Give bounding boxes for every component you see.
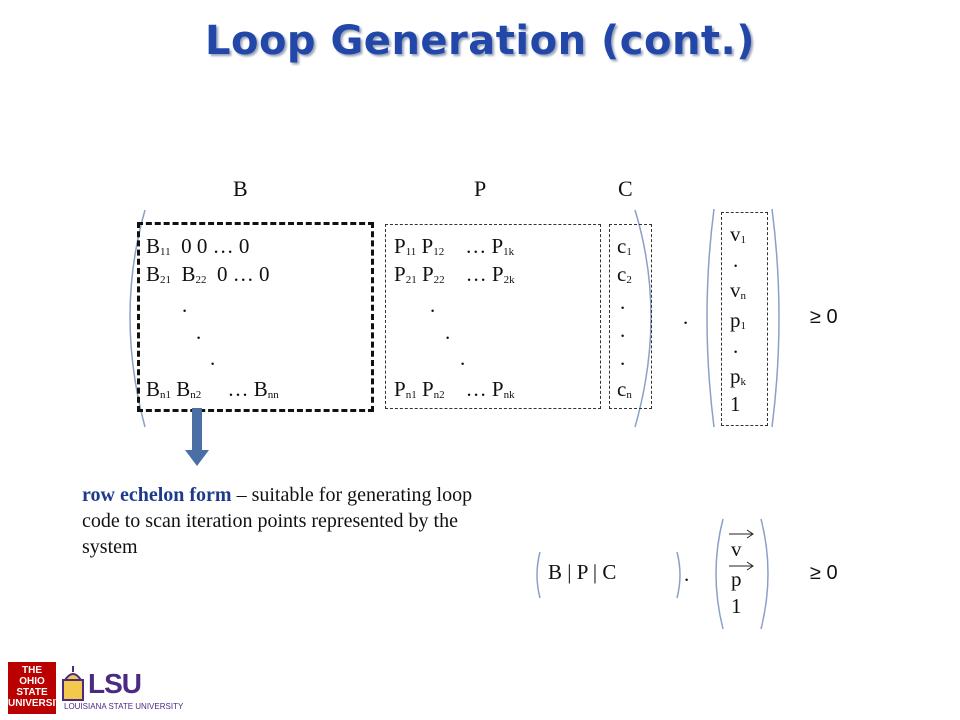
matrix-b-rown: Bn1 Bn2 … Bnn: [146, 377, 279, 401]
compact-vector-v: v: [731, 537, 742, 561]
matrix-c-box: [609, 224, 652, 409]
matrix-p-dot: .: [445, 320, 451, 344]
matrix-b-row1: B11 0 0 … 0: [146, 234, 250, 258]
header-b: B: [233, 176, 248, 201]
vector-v1: v1: [730, 222, 746, 246]
vector-one: 1: [730, 392, 741, 416]
matrix-c-dot: .: [620, 346, 626, 370]
matrix-p-dot: .: [430, 293, 436, 317]
matrix-b-dot: .: [210, 346, 216, 370]
slide-title: Loop Generation (cont.): [204, 18, 756, 64]
compact-vector-p: p: [731, 567, 742, 591]
caption-rest: – suitable for generating loop code to s…: [82, 484, 473, 558]
capitol-icon: [62, 666, 84, 701]
matrix-p-box: [385, 224, 601, 409]
vector-dot: .: [733, 334, 739, 358]
matrix-b-dot: .: [182, 293, 188, 317]
matrix-p-dot: .: [460, 346, 466, 370]
caption-text: row echelon form – suitable for generati…: [82, 482, 512, 560]
matrix-c-dot: .: [620, 290, 626, 314]
vector-arrow-icons: [729, 529, 754, 571]
compact-dot: .: [684, 562, 690, 586]
multiply-dot: .: [683, 305, 689, 329]
compact-inequality-label: ≥ 0: [810, 562, 838, 584]
down-arrow-icon: [185, 408, 209, 466]
header-p: P: [474, 176, 487, 201]
vector-pk: pk: [730, 364, 746, 388]
vector-p1: p1: [730, 308, 746, 332]
vector-dot: .: [733, 248, 739, 272]
compact-brackets: [536, 551, 681, 599]
vector-box: [721, 212, 768, 426]
matrix-c-cn: cn: [617, 377, 632, 401]
inequality-label: ≥ 0: [810, 306, 838, 328]
lsu-logo: LSU: [88, 668, 142, 699]
matrix-c-c2: c2: [617, 262, 632, 286]
matrix-p-row2: P21 P22 … P2k: [394, 262, 515, 286]
compact-matrix-label: B | P | C: [548, 560, 617, 584]
compact-vector-parentheses: [715, 518, 769, 630]
vector-vn: vn: [730, 278, 746, 302]
caption-keyword: row echelon form: [82, 484, 232, 506]
matrix-p-row1: P11 P12 … P1k: [394, 234, 515, 258]
matrix-b-highlight: [137, 222, 374, 412]
matrix-c-c1: c1: [617, 234, 632, 258]
matrix-c-dot: .: [620, 318, 626, 342]
vector-parentheses: [706, 208, 780, 428]
header-c: C: [618, 176, 633, 201]
matrix-b-row2: B21 B22 0 … 0: [146, 262, 270, 286]
compact-vector-one: 1: [731, 594, 742, 618]
matrix-p-rown: Pn1 Pn2 … Pnk: [394, 377, 515, 401]
ohio-state-logo: THE OHIO STATE UNIVERSITY: [8, 662, 68, 714]
matrix-b-dot: .: [196, 320, 202, 344]
lsu-subtitle: LOUISIANA STATE UNIVERSITY: [64, 702, 184, 711]
